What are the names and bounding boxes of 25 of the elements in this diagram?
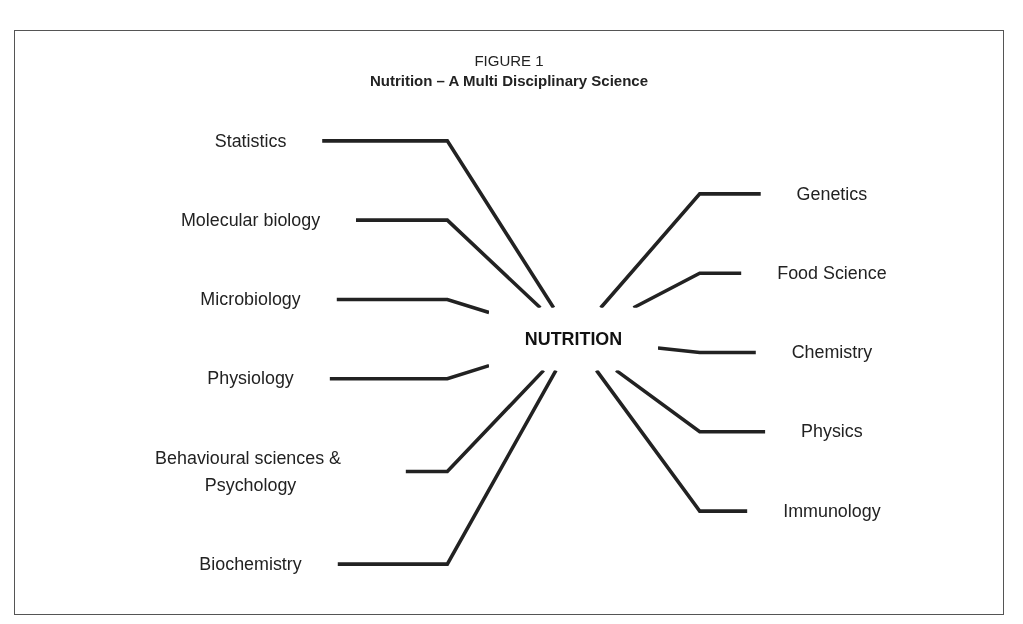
connector (322, 139, 556, 309)
figure-title: Nutrition – A Multi Disciplinary Science (369, 72, 649, 89)
connector (355, 218, 542, 310)
figure-number: FIGURE 1 (474, 52, 544, 69)
connector (329, 363, 490, 381)
connector (405, 369, 545, 474)
connector (599, 192, 761, 309)
node-text: Food Science (777, 262, 887, 283)
node-text: Physiology (207, 367, 294, 388)
node-text: Microbiology (200, 288, 301, 309)
node-text: Statistics (214, 129, 287, 151)
connector (657, 346, 756, 355)
node-text: Biochemistry (199, 553, 302, 574)
node-text: Physics (801, 420, 863, 442)
connector (595, 369, 748, 513)
connector (336, 297, 490, 315)
node-text: NUTRITION (524, 328, 623, 349)
node-text: Chemistry (791, 341, 873, 362)
node-text: Genetics (796, 182, 868, 204)
connector (615, 368, 766, 434)
node-text: Immunology (783, 500, 881, 521)
connector (632, 271, 742, 310)
node-text: Molecular biology (180, 209, 321, 230)
connector (337, 369, 558, 566)
node-text: Behavioural sciences & Psychology (155, 447, 342, 495)
